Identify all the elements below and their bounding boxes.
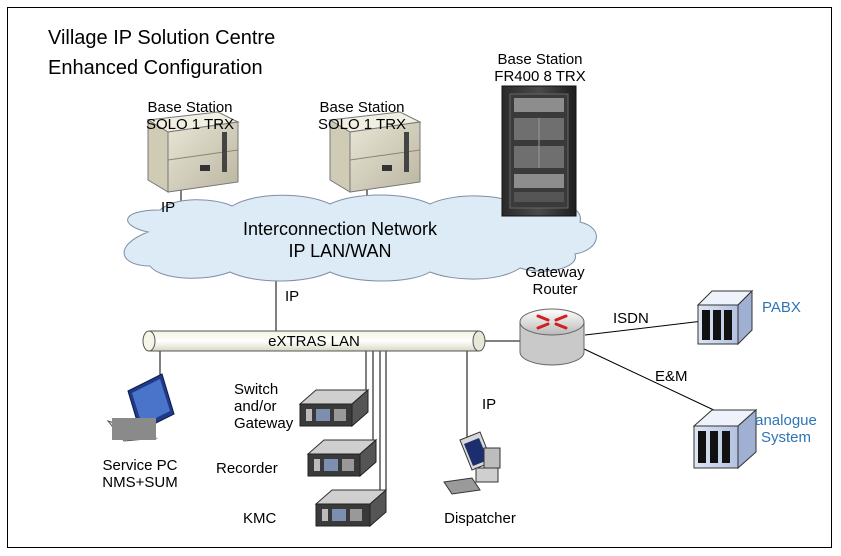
laptop-icon [106,373,175,442]
isdn-label: ISDN [613,310,649,327]
pabx-label: PABX [762,299,801,316]
service-pc-label: Service PC NMS+SUM [92,457,188,491]
fr400-rack-icon [501,85,577,217]
gateway-router-icon [519,308,585,366]
gateway-router-line2: Router [532,281,578,298]
cloud-label-line1: Interconnection Network [242,219,438,239]
switch-gateway-server-icon [298,388,370,428]
interconnection-cloud [123,194,597,282]
lan-label: eXTRAS LAN [268,333,360,350]
base-station-2-label: Base Station SOLO 1 TRX [302,99,422,133]
diagram-title-line1: Village IP Solution Centre [48,27,276,49]
em-link [581,347,719,413]
pabx-box-icon [696,289,754,346]
service-pc-line2: NMS+SUM [102,474,178,491]
cloud-label: Interconnection Network IP LAN/WAN [220,218,460,262]
dispatcher-workstation-icon [443,431,501,495]
cloud-label-line2: IP LAN/WAN [288,241,392,261]
recorder-server-icon [306,438,378,478]
connection-lines [159,190,719,510]
base-station-3-label: Base Station FR400 8 TRX [480,51,600,85]
base-station-1-label: Base Station SOLO 1 TRX [130,99,250,133]
base-station-3-name: Base Station [497,51,583,68]
base-station-2-model: SOLO 1 TRX [317,116,407,133]
switch-gateway-line2: and/or [234,398,277,415]
base-station-solo-2-icon [328,111,422,193]
kmc-server-icon [314,488,388,528]
base-station-1-name: Base Station [147,99,233,116]
diagram-title-line2: Enhanced Configuration [48,57,263,79]
switch-gateway-line3: Gateway [234,415,294,432]
analogue-system-label: analogue System [748,412,824,446]
service-pc-line1: Service PC [102,457,178,474]
analogue-system-line1: analogue [755,412,817,429]
base-station-solo-1-icon [146,111,240,193]
dispatcher-label: Dispatcher [444,510,516,527]
ip-label-mid: IP [285,288,300,305]
base-station-3-model: FR400 8 TRX [494,68,586,85]
base-station-1-model: SOLO 1 TRX [145,116,235,133]
ip-label-dispatcher: IP [482,396,497,413]
isdn-link [584,320,704,336]
diagram-frame [7,7,832,548]
switch-gateway-label: Switch and/or Gateway [234,381,293,432]
analogue-system-line2: System [760,429,811,446]
recorder-label: Recorder [216,460,278,477]
kmc-label: KMC [243,510,277,527]
analogue-system-box-icon [692,408,758,470]
ip-label-top: IP [161,199,176,216]
lan-pipe [142,330,486,352]
em-label: E&M [655,368,688,385]
gateway-router-line1: Gateway [525,264,585,281]
base-station-2-name: Base Station [319,99,405,116]
gateway-router-label: Gateway Router [520,264,590,298]
switch-gateway-line1: Switch [234,381,279,398]
